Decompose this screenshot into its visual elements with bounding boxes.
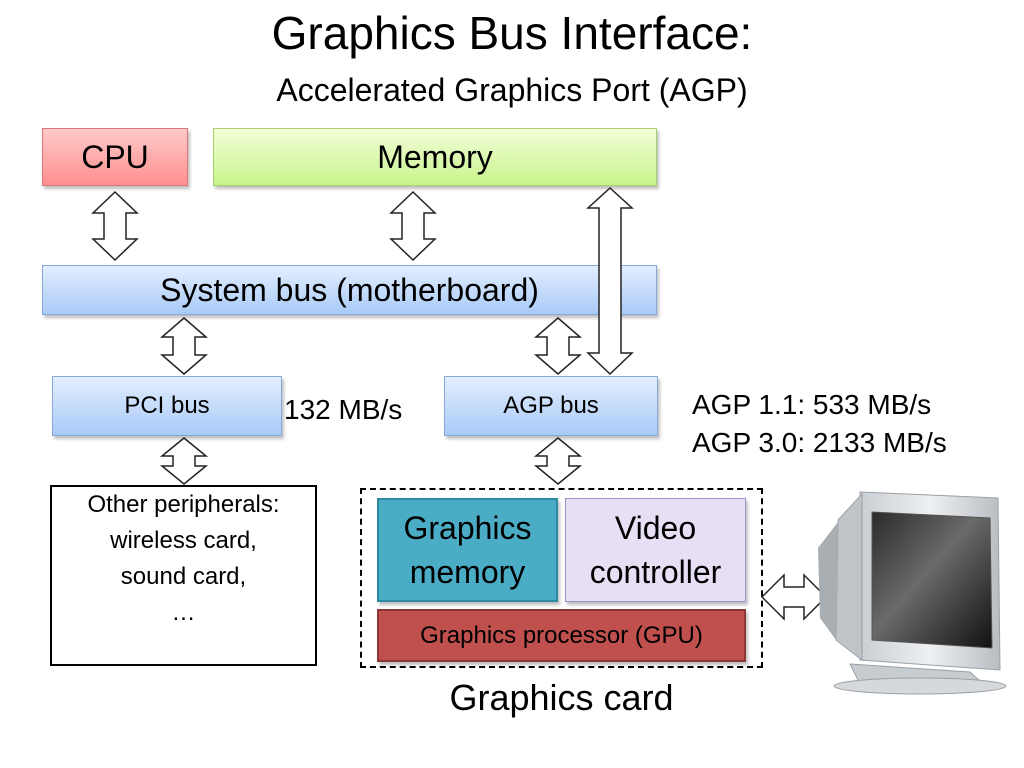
video-controller-line-1: Video xyxy=(614,510,697,546)
agp-speed-1-1: AGP 1.1: 533 MB/s xyxy=(692,389,932,420)
graphics-memory-box: Graphics memory xyxy=(377,498,558,602)
peripherals-line-1: Other peripherals: xyxy=(87,491,280,518)
pci-peripherals-arrow xyxy=(159,437,209,485)
cpu-box: CPU xyxy=(42,128,188,186)
slide-title: Graphics Bus Interface: xyxy=(271,7,753,59)
graphics-memory-line-1: Graphics xyxy=(403,510,532,546)
pci-bus-box: PCI bus xyxy=(52,376,282,436)
graphics-memory-line-2: memory xyxy=(409,554,526,590)
crt-monitor-icon xyxy=(818,491,1007,695)
pci-speed-label: 132 MB/s xyxy=(284,394,403,425)
sysbus-pci-arrow xyxy=(159,317,209,375)
system-bus-box: System bus (motherboard) xyxy=(42,265,657,315)
gpu-box: Graphics processor (GPU) xyxy=(377,609,746,662)
peripherals-line-2: wireless card, xyxy=(110,527,257,554)
other-peripherals-box: Other peripherals: wireless card, sound … xyxy=(50,485,317,666)
sysbus-agp-arrow xyxy=(533,317,583,375)
memory-box: Memory xyxy=(213,128,657,186)
cpu-sysbus-arrow xyxy=(91,190,139,262)
graphics-card-outline xyxy=(360,488,763,668)
memory-sysbus-arrow xyxy=(389,190,437,262)
video-controller-line-2: controller xyxy=(589,554,722,590)
peripherals-line-4: … xyxy=(171,599,196,626)
slide-subtitle: Accelerated Graphics Port (AGP) xyxy=(276,72,748,108)
agp-speed-3-0: AGP 3.0: 2133 MB/s xyxy=(692,427,947,458)
video-controller-box: Video controller xyxy=(565,498,746,602)
agp-bus-box: AGP bus xyxy=(444,376,658,436)
agp-speeds: AGP 1.1: 533 MB/s AGP 3.0: 2133 MB/s xyxy=(692,386,947,462)
memory-agp-long-arrow xyxy=(586,186,634,376)
peripherals-line-3: sound card, xyxy=(120,563,247,590)
agp-graphics-card-arrow xyxy=(533,437,583,485)
card-monitor-arrow xyxy=(760,573,828,621)
graphics-card-label: Graphics card xyxy=(449,677,674,718)
